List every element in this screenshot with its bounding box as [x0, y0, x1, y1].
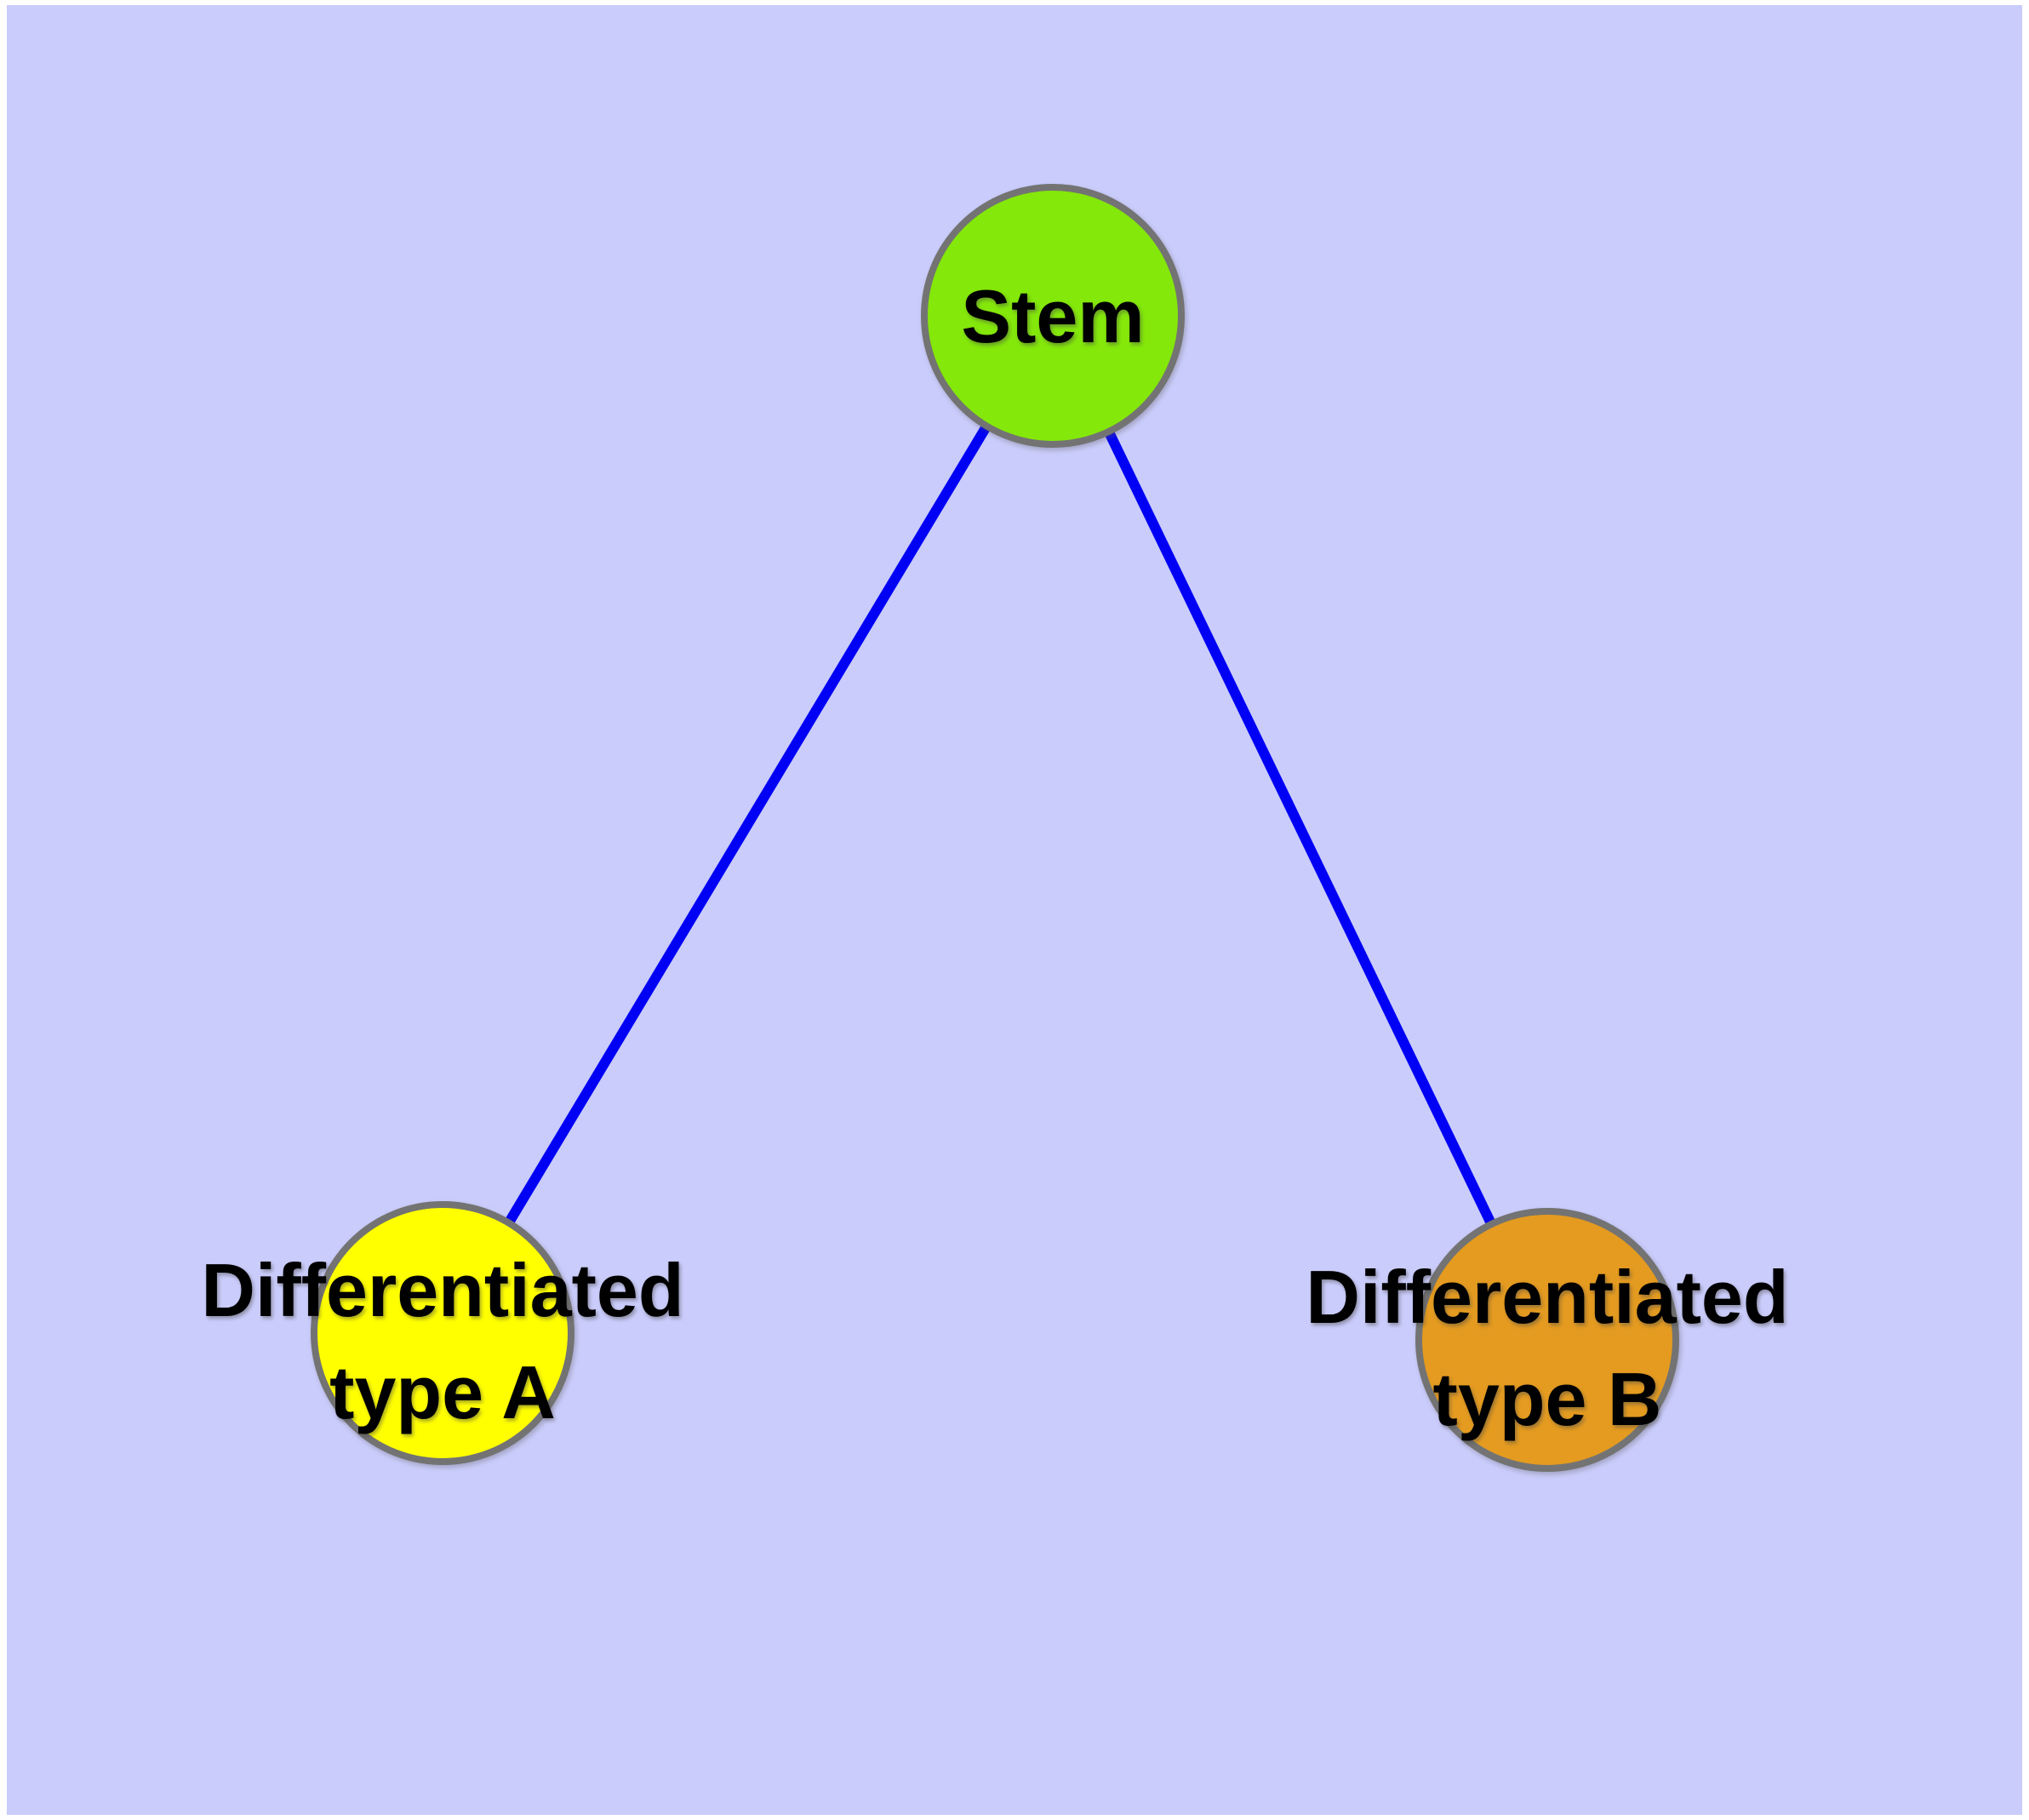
node-stem-label: Stem	[961, 274, 1144, 358]
edge-stem-to-type-a	[437, 312, 1058, 1336]
node-differentiated-type-b	[1415, 1208, 1679, 1472]
node-differentiated-type-a	[311, 1201, 574, 1465]
node-type-b-label-line1: Differentiated	[1306, 1255, 1788, 1339]
node-type-a-label-line2: type A	[329, 1350, 556, 1434]
node-stem	[921, 184, 1185, 448]
edge-stem-to-type-b	[1048, 313, 1552, 1342]
node-type-a-label-line1: Differentiated	[201, 1248, 683, 1332]
node-type-b-label-line2: type B	[1433, 1357, 1662, 1441]
